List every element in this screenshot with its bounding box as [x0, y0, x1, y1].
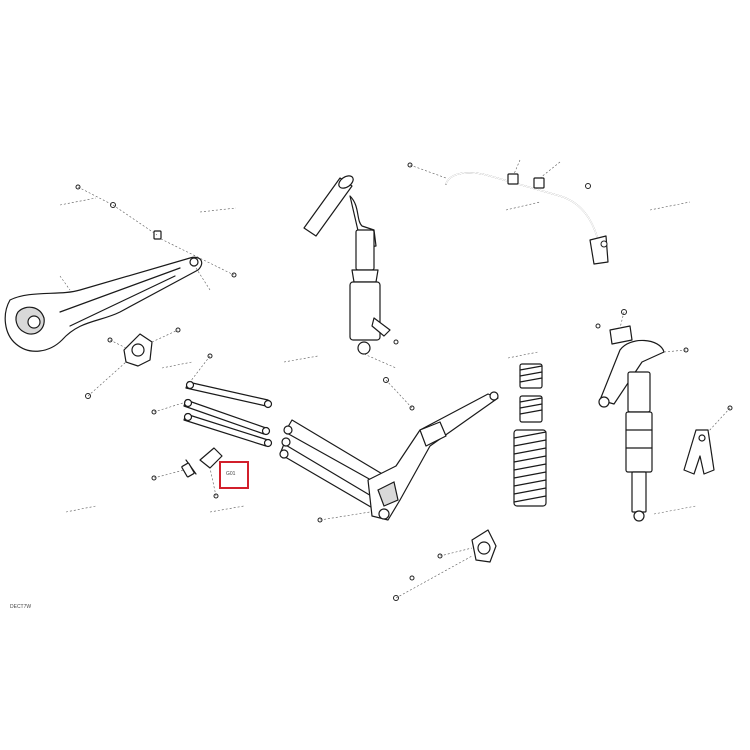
bearing-knuckle-right: [393, 529, 497, 601]
callout-marks: [59, 197, 697, 515]
control-rods: [183, 380, 273, 448]
lower-arm-assembly: [279, 391, 499, 521]
coil-spring-medium: [519, 395, 543, 423]
mounting-bracket: [683, 405, 733, 475]
trailing-arm: [4, 256, 203, 352]
highlighted-callout-box[interactable]: [219, 461, 249, 489]
coil-spring-long: [513, 429, 547, 507]
bearing-knuckle-left: [85, 327, 181, 399]
sway-bar: [407, 159, 609, 265]
front-shock-absorber: [595, 309, 689, 522]
ball-joint-stud: [151, 447, 223, 499]
rod-hardware: [151, 353, 415, 523]
rear-shock-absorber: [303, 175, 399, 369]
diagram-reference-code: DECT7W: [10, 604, 32, 610]
trailing-arm-hardware: [59, 184, 237, 291]
highlighted-callout-label: G01: [226, 471, 236, 477]
coil-spring-short: [519, 363, 543, 389]
